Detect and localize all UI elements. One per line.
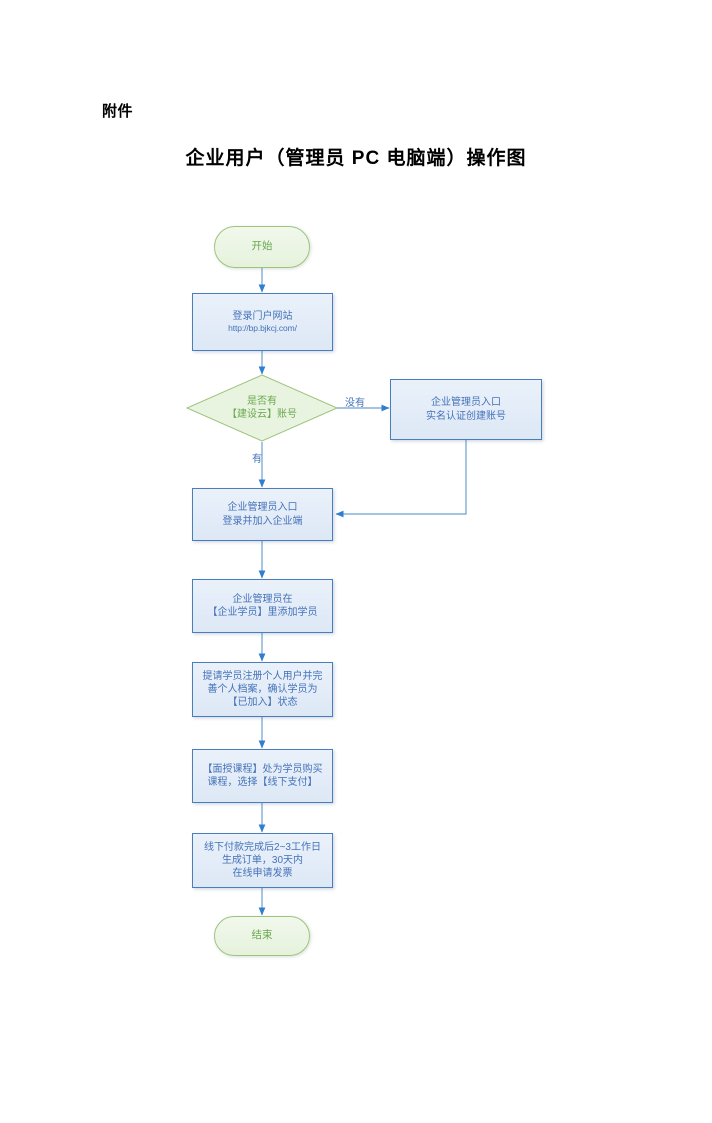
flow-node-add-student-line-2: 【企业学员】里添加学员 xyxy=(207,607,318,618)
flow-node-invoice[interactable]: 线下付款完成后2~3工作日 生成订单，30天内 在线申请发票 xyxy=(192,833,333,888)
flow-node-add-student-line-1: 企业管理员在 xyxy=(232,593,293,605)
flow-node-invoice-line-3: 在线申请发票 xyxy=(232,868,293,880)
flow-node-login-join[interactable]: 企业管理员入口 登录并加入企业端 xyxy=(192,488,333,541)
flow-node-register-student-line-2: 善个人档案，确认学员为 xyxy=(207,683,318,695)
edge-label-yes: 有 xyxy=(252,454,262,465)
flow-node-create-account-line-1: 企业管理员入口 xyxy=(431,397,501,409)
flow-node-portal-line-1: 登录门户网站 xyxy=(232,310,293,322)
flow-node-decision-has-account[interactable]: 是否有 【建设云】账号 xyxy=(185,374,339,442)
flow-node-register-student-line-3: 【已加入】状态 xyxy=(227,697,298,709)
flow-node-create-account-line-2: 实名认证创建账号 xyxy=(426,410,506,422)
flow-node-end[interactable]: 结束 xyxy=(214,916,310,956)
flow-node-buy-course-line-2: 课程，选择【线下支付】 xyxy=(207,777,318,788)
flow-node-invoice-line-2: 生成订单，30天内 xyxy=(221,854,304,866)
flow-node-portal[interactable]: 登录门户网站 http://bp.bjkcj.com/ xyxy=(192,293,333,351)
flow-node-invoice-line-1: 线下付款完成后2~3工作日 xyxy=(204,841,321,853)
edge-label-no: 没有 xyxy=(345,398,365,409)
flow-node-register-student[interactable]: 提请学员注册个人用户并完 善个人档案，确认学员为 【已加入】状态 xyxy=(192,662,333,717)
flow-node-portal-url: http://bp.bjkcj.com/ xyxy=(228,322,297,333)
flow-node-start-line-1: 开始 xyxy=(251,240,273,253)
flow-node-buy-course[interactable]: 【面授课程】处为学员购买 课程，选择【线下支付】 xyxy=(192,749,333,803)
attachment-label: 附件 xyxy=(102,103,134,120)
flow-node-create-account[interactable]: 企业管理员入口 实名认证创建账号 xyxy=(390,379,542,440)
page-title: 企业用户（管理员 PC 电脑端）操作图 xyxy=(185,148,527,169)
flow-node-start[interactable]: 开始 xyxy=(214,226,310,268)
flow-node-add-student[interactable]: 企业管理员在 【企业学员】里添加学员 xyxy=(192,579,333,633)
flow-node-end-line-1: 结束 xyxy=(251,929,273,942)
flow-node-login-join-line-1: 企业管理员入口 xyxy=(227,502,298,514)
flow-node-login-join-line-2: 登录并加入企业端 xyxy=(222,515,303,527)
flow-node-buy-course-line-1: 【面授课程】处为学员购买 xyxy=(202,763,323,775)
flow-node-register-student-line-1: 提请学员注册个人用户并完 xyxy=(202,670,323,682)
